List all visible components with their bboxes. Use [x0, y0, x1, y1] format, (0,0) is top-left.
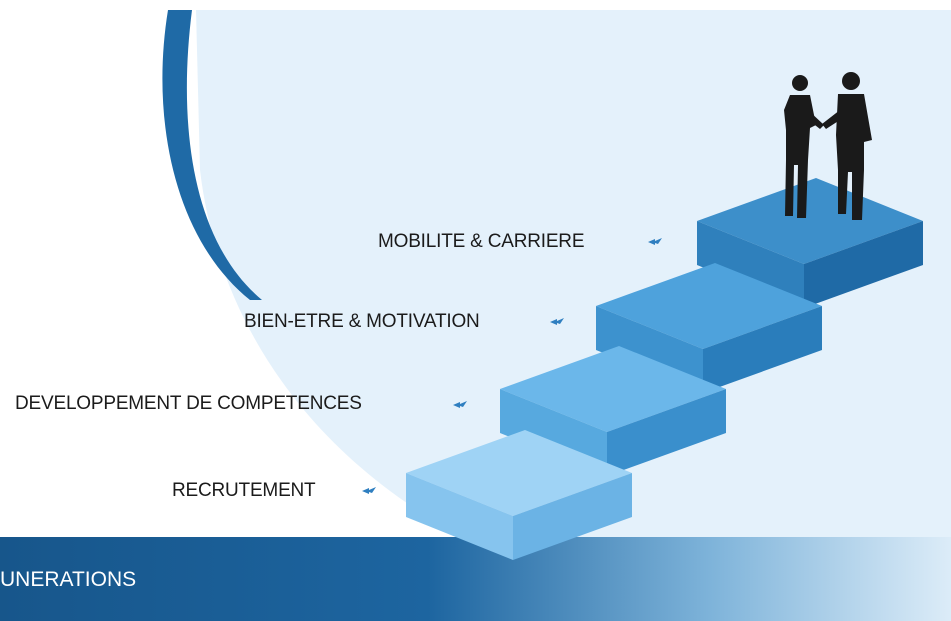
background-panel [196, 10, 951, 540]
businessmen-handshake-icon [784, 72, 872, 220]
decorative-arc [162, 10, 262, 300]
step-1 [406, 430, 632, 560]
step-label-mobilite: MOBILITE & CARRIERE [378, 231, 585, 252]
step-label-recrutement: RECRUTEMENT [172, 480, 316, 501]
arrow-marker-icon [550, 318, 564, 325]
bottom-band-label: UNERATIONS [0, 568, 137, 591]
step-label-developpement: DEVELOPPEMENT DE COMPETENCES [15, 393, 362, 414]
arrow-marker-icon [362, 487, 376, 494]
step-4 [697, 178, 923, 308]
arrow-marker-icon [648, 238, 662, 245]
step-label-bien-etre: BIEN-ETRE & MOTIVATION [244, 311, 480, 332]
bottom-band [0, 537, 951, 621]
arrow-marker-icon [453, 401, 467, 408]
